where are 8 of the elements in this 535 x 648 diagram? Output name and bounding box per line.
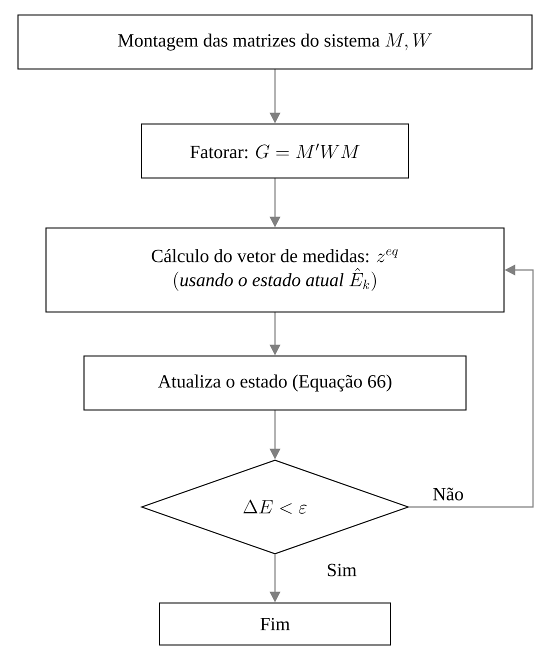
edge-label: Sim — [325, 562, 358, 578]
process-box: Atualiza o estado (Equação 66) — [83, 355, 467, 411]
process-box: Fim — [158, 602, 392, 646]
arrow — [409, 264, 534, 508]
process-box: Fatorar: $G = M'WM$ — [140, 123, 410, 179]
process-box: Cálculo do vetor de medidas: $z^{eq}$ $(\textit{usando o estado atual}\ \hat{E}_k)$ — [45, 227, 505, 313]
edge-label: Não — [431, 486, 466, 502]
process-box: Montagem das matrizes do sistema $M, W$ — [17, 14, 533, 70]
